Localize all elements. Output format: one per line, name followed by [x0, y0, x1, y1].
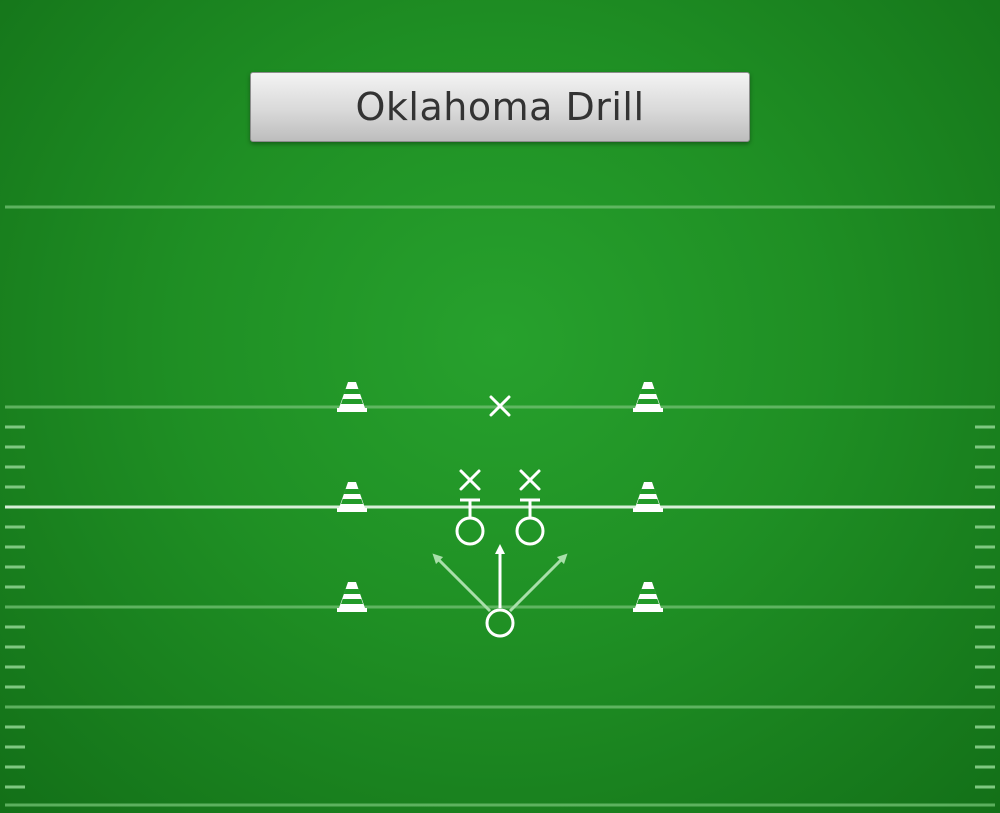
cone-icon — [633, 482, 663, 512]
cone-icon — [337, 582, 367, 612]
hash-marks-right — [975, 425, 995, 789]
cone-icon — [633, 582, 663, 612]
route-arrow-right — [508, 553, 568, 613]
circle-marker-icon — [515, 516, 545, 546]
ball-carrier-circle-marker-icon — [485, 608, 515, 638]
cone-icon — [337, 482, 367, 512]
circle-marker-icon — [455, 516, 485, 546]
t-marker-icon — [455, 498, 485, 546]
x-marker-icon — [459, 469, 481, 491]
cone-icon — [337, 382, 367, 412]
title-plate: Oklahoma Drill — [250, 72, 750, 142]
x-marker-icon — [519, 469, 541, 491]
drill-title: Oklahoma Drill — [355, 85, 645, 129]
hash-marks-left — [5, 425, 25, 789]
t-marker-icon — [515, 498, 545, 546]
x-marker-icon — [489, 395, 511, 417]
routes — [432, 544, 568, 613]
yard-lines — [5, 205, 995, 807]
cone-icon — [633, 382, 663, 412]
route-arrow-left — [432, 553, 492, 613]
blockers — [455, 498, 545, 546]
defenders — [459, 395, 541, 491]
